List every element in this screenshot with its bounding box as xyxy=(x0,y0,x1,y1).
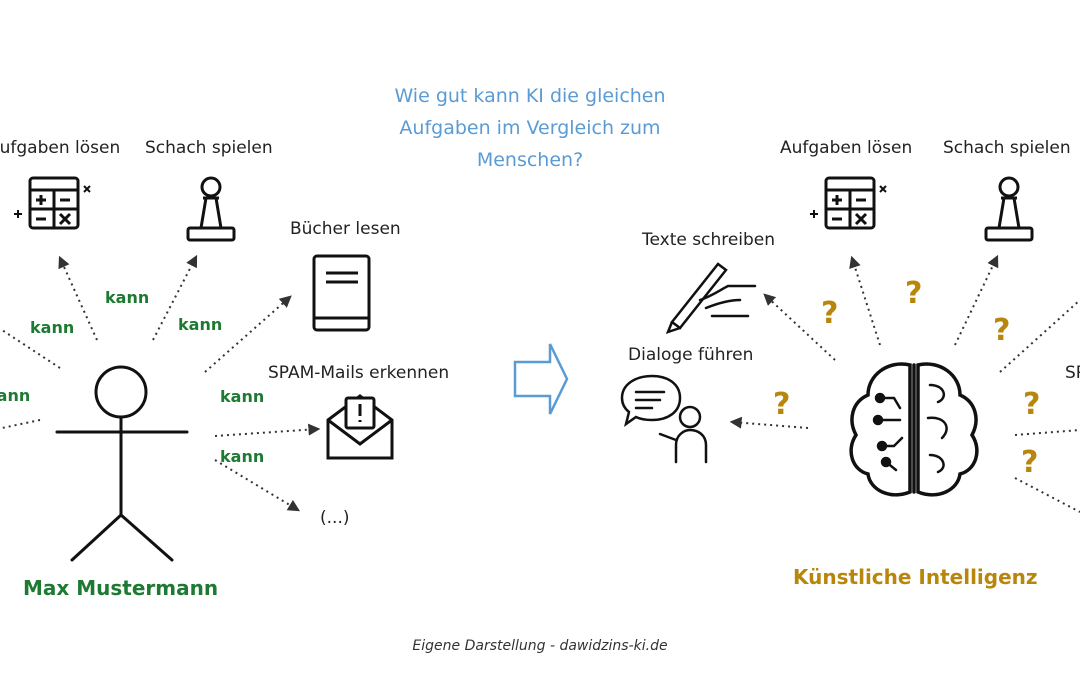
ai-task-spam: SPAM-Mails erkennen xyxy=(1065,363,1080,383)
diagram-title: Wie gut kann KI die gleichen Aufgaben im… xyxy=(394,85,666,171)
human-task-schach: Schach spielen xyxy=(145,138,273,158)
kann-label: kann xyxy=(178,315,223,334)
human-name: Max Mustermann xyxy=(23,576,219,600)
question-mark: ? xyxy=(773,387,791,422)
ai-task-dialoge: Dialoge führen xyxy=(628,345,754,365)
ai-arrow-dialoge xyxy=(729,416,809,429)
kann-label: kann xyxy=(220,447,265,466)
chess-pawn-icon xyxy=(186,176,236,242)
ai-task-texte: Texte schreiben xyxy=(642,230,776,250)
footer-credit: Eigene Darstellung - dawidzins-ki.de xyxy=(412,638,668,654)
spam-mail-icon xyxy=(326,394,394,460)
human-task-aufgaben: Aufgaben lösen xyxy=(0,138,121,158)
human-task-spam: SPAM-Mails erkennen xyxy=(268,363,450,383)
question-mark: ? xyxy=(993,313,1011,348)
ai-arrows xyxy=(729,254,1080,513)
arrow-left-2 xyxy=(1,419,41,429)
ai-arrow-right-2 xyxy=(1014,429,1080,436)
book-icon xyxy=(312,254,371,332)
writing-hand-icon xyxy=(665,262,757,335)
ai-arrow-right-1 xyxy=(999,299,1080,373)
human-task-more: (...) xyxy=(320,508,350,528)
question-mark: ? xyxy=(1023,387,1041,422)
arrow-to-buecher xyxy=(204,295,292,373)
ai-name: Künstliche Intelligenz xyxy=(793,565,1038,589)
kann-label: kann xyxy=(105,288,150,307)
ai-task-schach: Schach spielen xyxy=(943,138,1071,158)
calculator-icon xyxy=(14,176,91,230)
human-task-buecher: Bücher lesen xyxy=(290,219,401,239)
ai-task-aufgaben: Aufgaben lösen xyxy=(780,138,913,158)
kann-label: kann xyxy=(220,387,265,406)
question-mark: ? xyxy=(905,276,923,311)
kann-label: kann xyxy=(30,318,75,337)
ai-arrow-texte xyxy=(763,293,836,361)
arrow-to-spam xyxy=(214,423,321,437)
question-mark: ? xyxy=(1021,445,1039,480)
transition-arrow-icon xyxy=(513,343,569,415)
arrow-to-more xyxy=(214,459,301,512)
ai-arrow-schach xyxy=(954,254,999,346)
brain-icon xyxy=(849,362,979,497)
chess-pawn-icon-ai xyxy=(984,176,1034,242)
stick-figure-icon xyxy=(55,365,189,562)
ai-arrow-right-3 xyxy=(1014,477,1080,513)
dialog-person-icon xyxy=(620,374,708,464)
question-mark: ? xyxy=(821,296,839,331)
human-arrows xyxy=(1,254,321,512)
calculator-icon-ai xyxy=(810,176,887,230)
ai-arrow-aufgaben xyxy=(849,255,881,346)
kann-label: kann xyxy=(0,386,31,405)
